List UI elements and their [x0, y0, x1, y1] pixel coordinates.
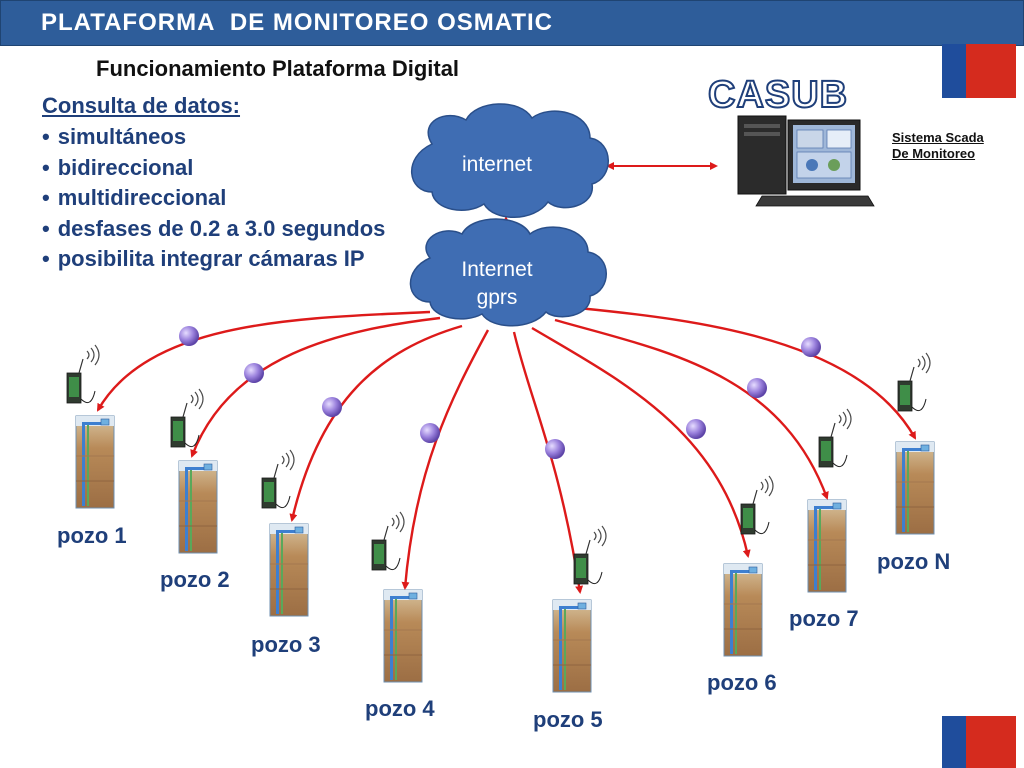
antenna-device-icon [66, 344, 100, 404]
link-pozo-1 [96, 310, 431, 412]
gprs-links [96, 306, 917, 594]
antenna-device-icon [261, 449, 295, 509]
link-pozo-2 [190, 316, 441, 458]
gprs-cloud-icon: Internet gprs [409, 218, 607, 327]
consulta-heading: Consulta de datos: [42, 93, 241, 118]
feature-item: simultáneos [42, 122, 385, 153]
network-nodes [179, 326, 821, 459]
node [179, 326, 199, 346]
well-icon [383, 589, 423, 683]
node [801, 337, 821, 357]
link-pozo-4 [401, 329, 490, 590]
feature-item: bidireccional [42, 153, 385, 184]
scada-line-2: De Monitoreo [892, 146, 976, 161]
antenna-device-icon [897, 352, 931, 412]
link-pozo-3 [289, 324, 463, 522]
well-label-1: pozo 1 [57, 523, 127, 548]
computer-icon [737, 115, 875, 207]
well-icon [75, 415, 115, 509]
flag-icon-top [942, 44, 1016, 98]
node [420, 423, 440, 443]
well-icon [807, 499, 847, 593]
well-icon [723, 563, 763, 657]
node [686, 419, 706, 439]
well-icon [552, 599, 592, 693]
subtitle: Funcionamiento Plataforma Digital [96, 56, 460, 81]
gprs-cloud-label-2: gprs [477, 286, 518, 309]
antenna-device-icon [740, 475, 774, 535]
feature-item: multidireccional [42, 183, 385, 214]
header-bar: PLATAFORMA DE MONITOREO OSMATIC [0, 0, 1024, 46]
node [545, 439, 565, 459]
flag-icon-bottom [942, 716, 1016, 768]
internet-cloud-label: internet [462, 153, 532, 176]
well-icon [178, 460, 218, 554]
casub-title: CASUB [707, 73, 849, 117]
well-label-3: pozo 3 [251, 632, 321, 657]
well-icon [895, 441, 935, 535]
gprs-cloud-label-1: Internet [461, 258, 532, 281]
link-pozo-n [577, 306, 917, 440]
well-label-4: pozo 4 [365, 696, 435, 721]
link-pozo-7 [554, 318, 829, 500]
header-title: PLATAFORMA DE MONITOREO OSMATIC [41, 9, 553, 36]
internet-cloud-icon: internet [411, 103, 609, 218]
well-label-2: pozo 2 [160, 567, 230, 592]
link-pozo-6 [531, 326, 751, 558]
node [322, 397, 342, 417]
feature-item: desfases de 0.2 a 3.0 segundos [42, 214, 386, 245]
antenna-device-icon [818, 408, 852, 468]
well-icon [269, 523, 309, 617]
antenna-device-icon [371, 511, 405, 571]
well-label-n: pozo N [877, 549, 951, 574]
well-label-5: pozo 5 [533, 707, 603, 732]
feature-list: simultáneos bidireccional multidireccion… [42, 122, 386, 275]
scada-line-1: Sistema Scada [892, 130, 984, 145]
antenna-device-icon [170, 388, 204, 448]
well-label-7: pozo 7 [789, 606, 859, 631]
node [244, 363, 264, 383]
antenna-device-icon [573, 525, 607, 585]
node [747, 378, 767, 398]
well-label-6: pozo 6 [707, 670, 777, 695]
scada-caption: Sistema Scada De Monitoreo [892, 130, 984, 162]
link-pozo-5 [512, 331, 584, 594]
feature-item: posibilita integrar cámaras IP [42, 244, 385, 275]
